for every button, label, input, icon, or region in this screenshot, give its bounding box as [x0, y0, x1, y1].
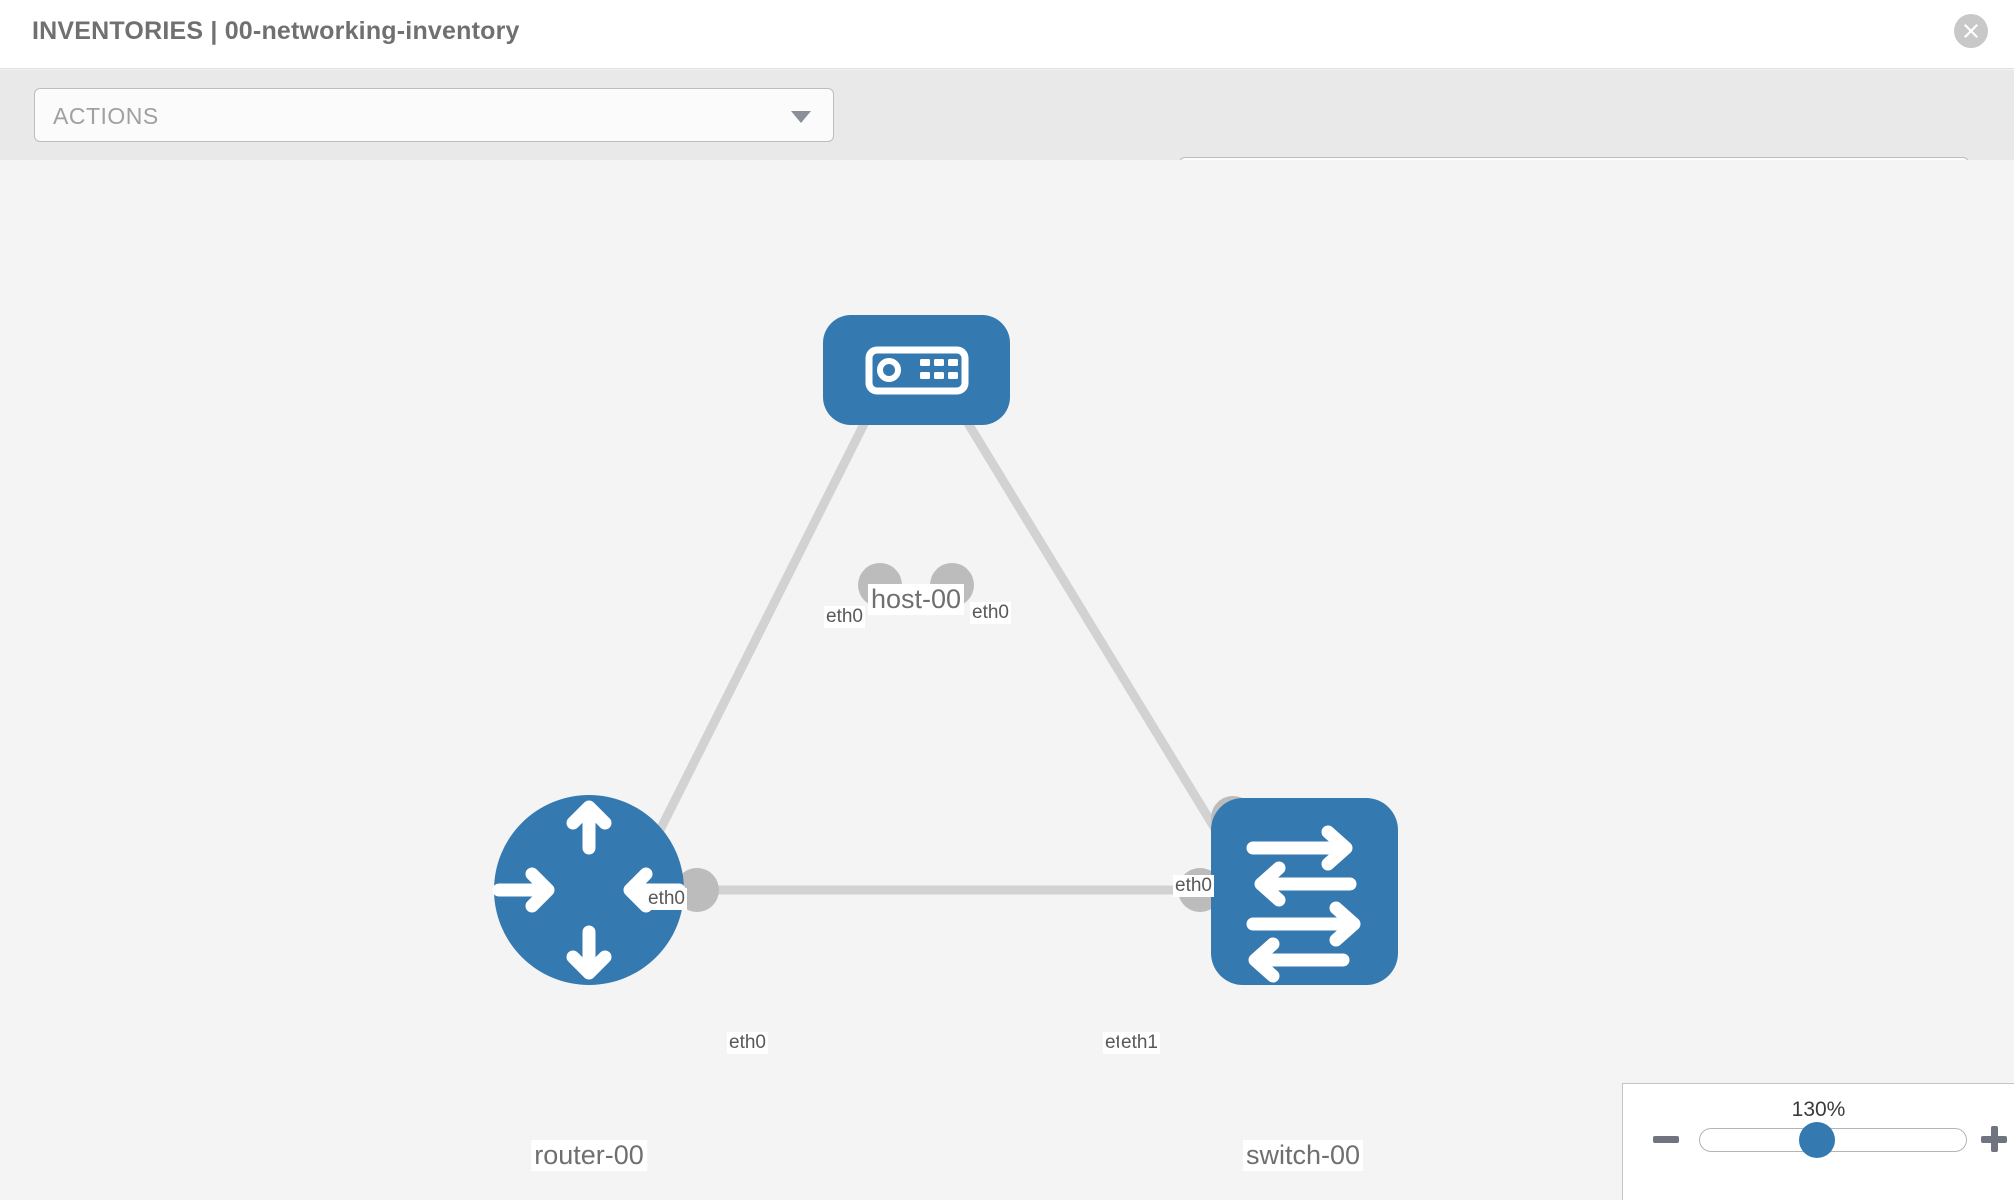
topology-graph: [492, 315, 1398, 985]
close-icon[interactable]: [1954, 14, 1988, 48]
node-host-00[interactable]: [823, 315, 1010, 425]
node-router-00[interactable]: [492, 795, 686, 985]
edge-label-router-upper: eth0: [646, 888, 687, 910]
zoom-slider-thumb[interactable]: [1799, 1122, 1835, 1158]
zoom-out-button[interactable]: [1653, 1136, 1679, 1143]
page-title: INVENTORIES | 00-networking-inventory: [32, 17, 520, 45]
zoom-in-button[interactable]: [1981, 1126, 2007, 1152]
edge-host-router[interactable]: [640, 417, 871, 863]
host-00-label[interactable]: host-00: [867, 584, 965, 615]
actions-dropdown[interactable]: ACTIONS: [34, 88, 834, 142]
zoom-percent-label: 130%: [1791, 1098, 1846, 1121]
ports: [675, 563, 1255, 912]
actions-dropdown-label: ACTIONS: [53, 103, 159, 129]
zoom-control-panel: 130%: [1622, 1083, 2014, 1200]
page-header: INVENTORIES | 00-networking-inventory: [0, 0, 2014, 69]
edge-label-router-right: eth0: [727, 1032, 768, 1054]
edge-label-host-right: eth0: [970, 602, 1011, 624]
edge-label-switch-upper: eth0: [1173, 875, 1214, 897]
edge-host-switch[interactable]: [962, 417, 1232, 853]
chevron-down-icon: [791, 111, 811, 123]
topology-canvas[interactable]: host-00 router-00 switch-00 eth0 eth0 et…: [0, 160, 2014, 1200]
router-00-label[interactable]: router-00: [531, 1140, 647, 1171]
switch-00-label[interactable]: switch-00: [1242, 1140, 1364, 1171]
toolbar: ACTIONS SEARCH: [0, 69, 2014, 211]
edge-label-switch-left-b: eth1: [1119, 1032, 1160, 1054]
node-switch-00[interactable]: [1211, 798, 1398, 985]
edges: [640, 417, 1232, 895]
edge-label-host-left: eth0: [824, 606, 865, 628]
